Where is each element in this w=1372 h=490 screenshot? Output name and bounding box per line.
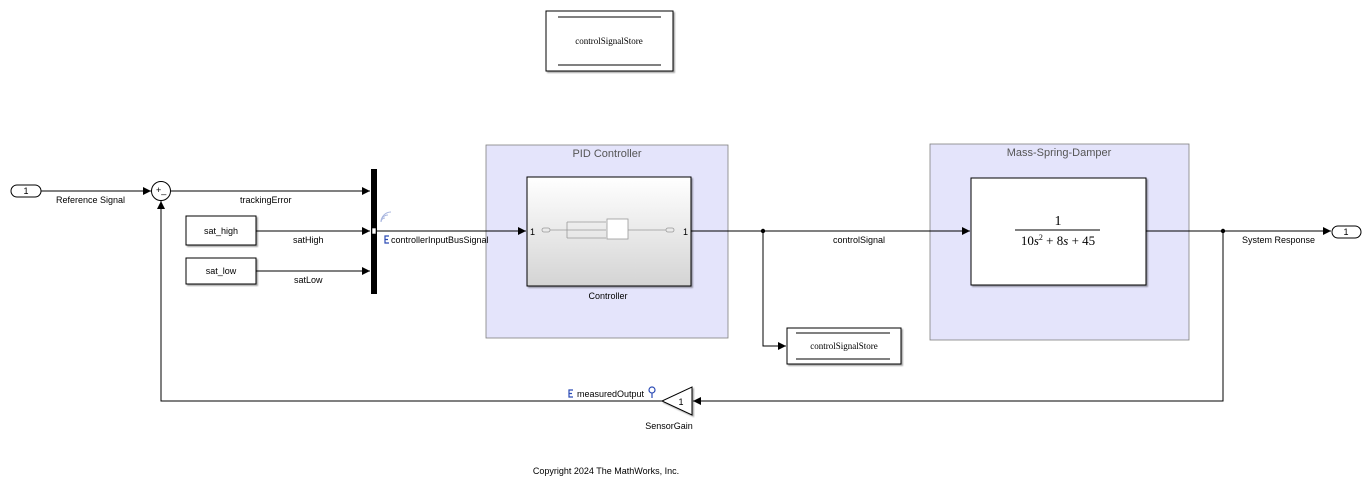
sum-signs: +_ bbox=[156, 185, 167, 195]
msd-area-title: Mass-Spring-Damper bbox=[1007, 147, 1112, 159]
copyright-text: Copyright 2024 The MathWorks, Inc. bbox=[533, 466, 679, 476]
sat-low-constant[interactable]: sat_low bbox=[185, 257, 257, 285]
sat-high-label: sat_high bbox=[204, 226, 238, 236]
gain-value: 1 bbox=[678, 397, 683, 407]
reference-signal-label: Reference Signal bbox=[56, 195, 125, 205]
wireless-icon bbox=[380, 211, 392, 223]
inport-number: 1 bbox=[23, 186, 28, 196]
sum-block[interactable]: +_ bbox=[151, 181, 171, 201]
controller-caption: Controller bbox=[588, 291, 627, 301]
sat-high-signal-label: satHigh bbox=[293, 235, 324, 245]
sat-low-signal-label: satLow bbox=[294, 275, 323, 285]
pid-area-title: PID Controller bbox=[572, 148, 641, 160]
test-point-icon bbox=[648, 386, 656, 398]
log-signal-icon bbox=[384, 235, 389, 244]
data-store-write-block[interactable]: controlSignalStore bbox=[786, 327, 902, 365]
controller-subsystem[interactable]: 1 1 bbox=[526, 176, 692, 287]
wire-to-data-store[interactable] bbox=[762, 231, 786, 350]
outport-system-response[interactable]: 1 bbox=[1331, 225, 1362, 239]
signal-lines bbox=[41, 187, 1331, 405]
data-store-memory-block[interactable]: controlSignalStore bbox=[545, 10, 674, 72]
controller-out-port-number: 1 bbox=[683, 227, 688, 237]
tf-numerator: 1 bbox=[1055, 214, 1062, 229]
sat-high-constant[interactable]: sat_high bbox=[185, 215, 257, 246]
wire-measured-output[interactable] bbox=[157, 201, 662, 402]
data-store-write-label: controlSignalStore bbox=[810, 341, 878, 351]
system-response-label: System Response bbox=[1242, 235, 1315, 245]
tracking-error-label: trackingError bbox=[240, 195, 292, 205]
log-signal-icon bbox=[568, 389, 573, 398]
controller-preview-icon bbox=[541, 218, 675, 240]
bus-port-marker bbox=[371, 227, 377, 235]
inport-reference[interactable]: 1 bbox=[10, 184, 42, 198]
wire-feedback-to-gain[interactable] bbox=[693, 231, 1224, 405]
data-store-memory-label: controlSignalStore bbox=[575, 36, 643, 46]
outport-number: 1 bbox=[1343, 227, 1348, 237]
bus-signal-label: controllerInputBusSignal bbox=[391, 235, 489, 245]
tf-denominator: 10s2 + 8s + 45 bbox=[1021, 233, 1095, 248]
controller-in-port-number: 1 bbox=[530, 227, 535, 237]
sat-low-label: sat_low bbox=[206, 266, 237, 276]
control-signal-label: controlSignal bbox=[833, 235, 885, 245]
gain-caption: SensorGain bbox=[645, 421, 693, 431]
measured-output-label: measuredOutput bbox=[577, 389, 645, 399]
transfer-function-block[interactable]: 1 10s2 + 8s + 45 bbox=[970, 177, 1147, 286]
sensor-gain-block[interactable]: 1 bbox=[660, 386, 693, 416]
